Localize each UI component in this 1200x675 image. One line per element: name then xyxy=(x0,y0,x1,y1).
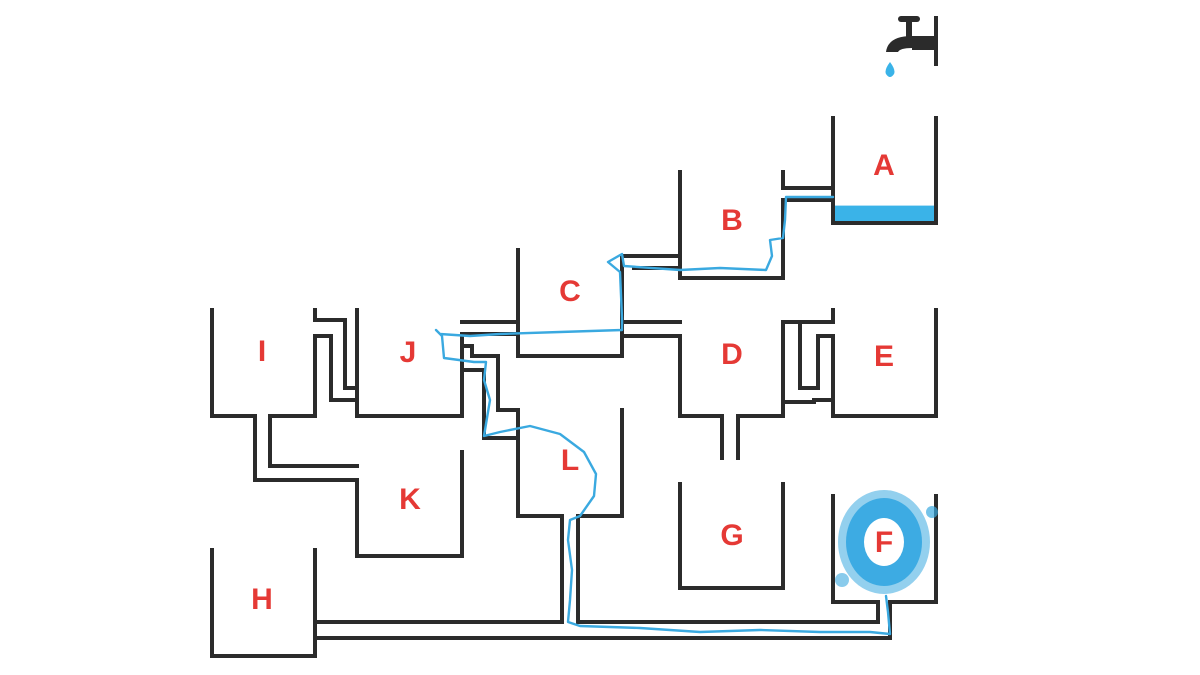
container-f-highlight xyxy=(835,490,938,594)
label-i: I xyxy=(258,335,266,368)
container-h-walls xyxy=(210,548,317,658)
label-c: C xyxy=(559,275,581,308)
label-g: G xyxy=(720,519,743,552)
label-b: B xyxy=(721,204,743,237)
label-a: A xyxy=(873,149,895,182)
container-a-walls xyxy=(831,116,938,225)
label-l: L xyxy=(561,444,579,477)
container-labels: A B C D E F G H I J K L xyxy=(251,149,895,616)
container-f-walls xyxy=(831,494,880,624)
label-j: J xyxy=(400,336,417,369)
container-a-water xyxy=(835,205,934,221)
label-f: F xyxy=(875,526,893,559)
water-flow-path xyxy=(434,195,892,636)
water-drop-icon xyxy=(885,62,895,77)
container-e-walls xyxy=(831,308,938,418)
label-k: K xyxy=(399,483,421,516)
faucet-icon xyxy=(886,16,938,66)
pipe-network xyxy=(210,116,938,658)
container-b-walls xyxy=(678,170,785,280)
container-d-walls xyxy=(678,334,724,460)
container-c-walls xyxy=(516,248,624,358)
label-h: H xyxy=(251,583,273,616)
label-e: E xyxy=(874,340,894,373)
container-l-walls xyxy=(516,408,564,624)
container-i-walls xyxy=(210,308,464,558)
container-g-walls xyxy=(678,482,785,590)
container-j-walls xyxy=(355,308,464,418)
label-d: D xyxy=(721,338,743,371)
